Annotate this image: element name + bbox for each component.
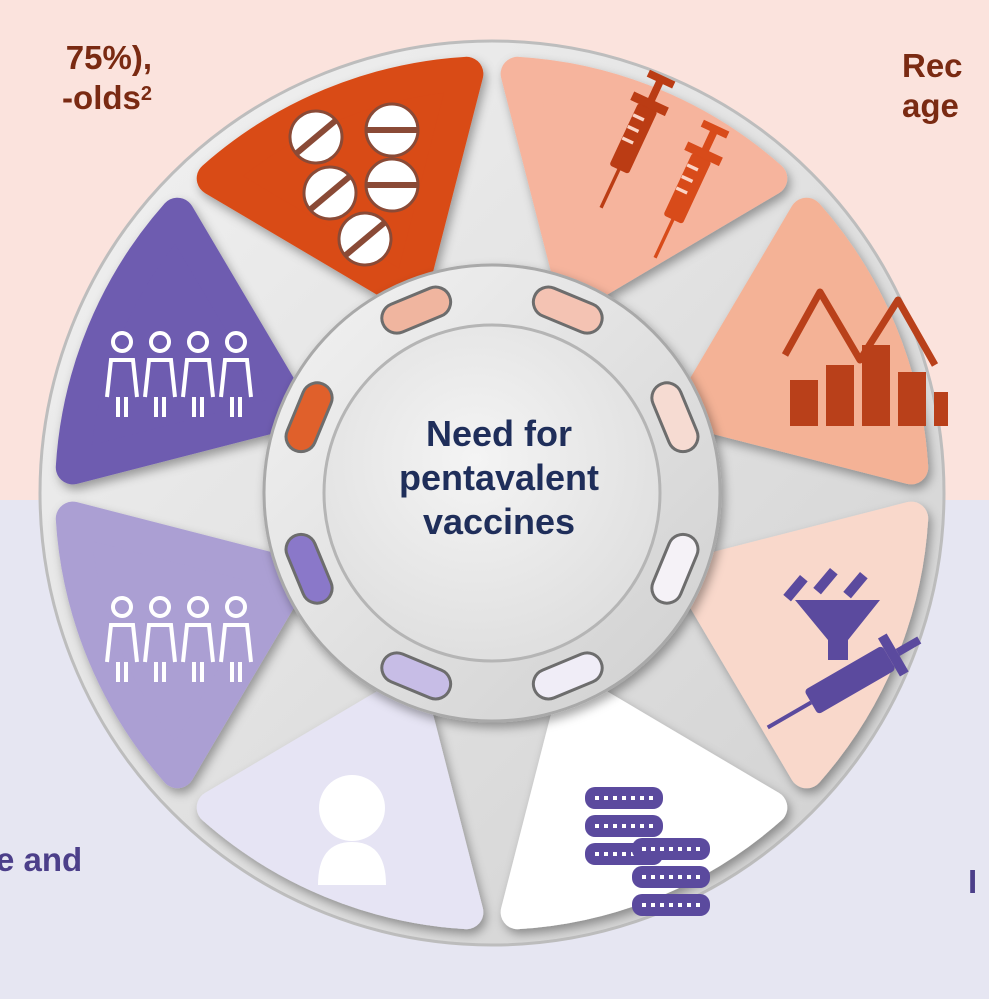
coins-icon — [585, 787, 710, 916]
center-line3: vaccines — [422, 501, 576, 542]
syringes-icon — [599, 69, 730, 259]
center-label: Need for pentavalent vaccines — [354, 412, 644, 544]
top-right-text: Rec age — [902, 46, 963, 126]
top-left-superscript: 2 — [140, 83, 152, 105]
inner-disc — [322, 323, 662, 663]
person-icon — [318, 775, 386, 885]
chart-trend-icon — [781, 288, 948, 426]
top-right-line1: Rec — [902, 47, 963, 84]
capsule-7 — [284, 532, 334, 605]
top-left-line1: 75%), — [65, 39, 152, 76]
top-left-text: 75%), -olds2 — [0, 38, 152, 118]
capsule-6 — [380, 651, 453, 701]
capsules-layer — [284, 285, 700, 701]
capsule-2 — [531, 285, 604, 335]
top-left-line2-text: -olds — [62, 79, 141, 116]
top-right-line2: age — [902, 87, 959, 124]
center-line1: Need for — [425, 413, 573, 454]
vaccine-funnel-icon — [766, 568, 922, 730]
pills-icon — [288, 102, 420, 267]
group-people-icon — [105, 596, 253, 682]
bottom-left-text: e and — [0, 841, 83, 878]
capsule-5 — [531, 651, 604, 701]
capsule-1 — [380, 285, 453, 335]
capsule-4 — [650, 532, 700, 605]
capsule-3 — [650, 381, 700, 454]
center-line2: pentavalent — [398, 457, 600, 498]
capsule-8 — [284, 381, 334, 454]
top-left-line2: -olds2 — [0, 78, 152, 118]
bottom-right-text: I — [968, 863, 978, 900]
group-people-icon — [105, 331, 253, 417]
